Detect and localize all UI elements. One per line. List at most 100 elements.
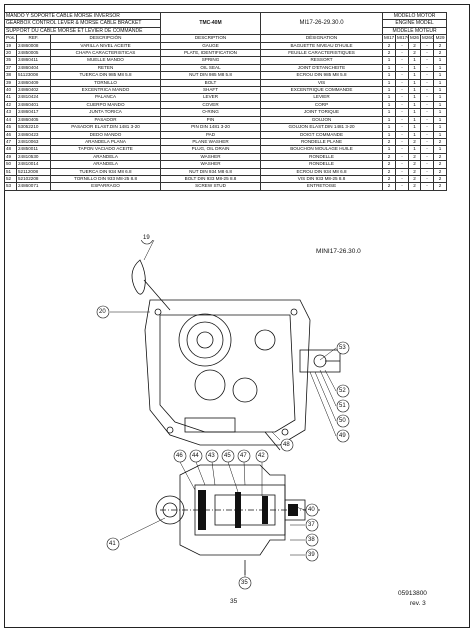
row-desc-fr: RONDELLE [260, 152, 384, 162]
row-qty: 2 [433, 152, 448, 162]
row-ref: 24860404 [16, 63, 51, 73]
row-pos: 44 [4, 115, 17, 125]
col-m2: MI17G [395, 34, 410, 43]
row-qty: - [395, 152, 410, 162]
row-qty: 2 [408, 41, 422, 51]
column-header-row: Pos. REF. DESCRIPCIÓN DESCRIPTION DÉSIGN… [4, 34, 448, 43]
gearbox-drawing [96, 231, 350, 590]
col-m3: M26 [408, 34, 422, 43]
row-qty: 1 [408, 130, 422, 139]
row-desc-es: ARANDELA PLANA [49, 137, 162, 147]
col-m4: M26G [420, 34, 435, 43]
row-desc-es: CUERPO MANDO [49, 100, 162, 110]
col-pos: Pos. [4, 34, 17, 43]
row-desc-fr: BAGUETTE NIVEAU D'HUILE [260, 41, 384, 51]
row-pos: 46 [4, 130, 17, 139]
header-model-en: ENGINE MODEL [382, 19, 448, 28]
row-qty: 1 [433, 130, 448, 139]
row-qty: 1 [433, 115, 448, 125]
callout-48: 48 [283, 442, 290, 448]
header-model-fr: MODELE MOTEUR [382, 26, 448, 36]
row-qty: 2 [408, 167, 422, 176]
row-desc-en: BOLT [160, 78, 262, 88]
row-qty: 2 [433, 174, 448, 184]
row-qty: 1 [382, 145, 397, 154]
row-pos: 53 [4, 182, 17, 191]
table-header-row: MANDO Y SOPORTE CABLE MORSE INVERSOR TMC… [3, 11, 448, 36]
row-qty: 2 [408, 160, 422, 169]
row-qty: 2 [408, 152, 422, 162]
row-desc-es: JUNTA TORICA [49, 108, 162, 117]
row-qty: 2 [382, 137, 397, 147]
row-desc-fr: ECROU DIN 985 M8 5.8 [260, 71, 384, 80]
row-qty: - [395, 167, 410, 176]
row-desc-es: PALANCA [49, 93, 162, 102]
row-desc-fr: RESSORT [260, 56, 384, 65]
row-desc-es: VARILLA NIVEL ACEITE [49, 41, 162, 51]
row-qty: 1 [408, 56, 422, 65]
row-pos: 48 [4, 145, 17, 154]
row-desc-es: TUERCA DIN 934 M8 6.8 [49, 167, 162, 176]
row-desc-fr: DOIGT COMMANDE [260, 130, 384, 139]
row-qty: - [395, 71, 410, 80]
row-qty: - [420, 93, 435, 102]
row-qty: - [420, 137, 435, 147]
row-desc-en: PLANE WASHER [160, 137, 262, 147]
row-qty: 1 [408, 78, 422, 88]
callout-49: 49 [339, 433, 346, 439]
row-pos: 38 [4, 71, 17, 80]
row-qty: - [395, 137, 410, 147]
page-frame [4, 4, 470, 628]
row-qty: 1 [382, 115, 397, 125]
row-desc-fr: ENTRETOISE [260, 182, 384, 191]
exploded-diagram: MINI17-26.30.0 [0, 231, 474, 590]
header-desc-en: GEARBOX CONTROL LEVER & MORSE CABLE BRAC… [3, 19, 162, 28]
col-desc-fr: DÉSIGNATION [260, 34, 384, 43]
row-qty: 1 [382, 63, 397, 73]
row-ref: 24860411 [16, 56, 51, 65]
callout-20: 20 [99, 309, 106, 315]
row-qty: - [395, 63, 410, 73]
row-qty: 2 [382, 160, 397, 169]
row-qty: 2 [408, 137, 422, 147]
row-qty: 1 [382, 78, 397, 88]
row-qty: 1 [382, 93, 397, 102]
row-qty: - [420, 78, 435, 88]
callout-47: 47 [240, 453, 247, 459]
row-ref: 52102208 [16, 174, 51, 184]
row-qty: 2 [433, 160, 448, 169]
row-qty: 1 [433, 63, 448, 73]
row-desc-en: SHAFT [160, 86, 262, 95]
row-desc-es: CHAPA CARACTERISTICAS [49, 49, 162, 58]
row-qty: - [395, 130, 410, 139]
row-desc-en: GAUGE [160, 41, 262, 51]
row-pos: 41 [4, 93, 17, 102]
row-ref: 24860409 [16, 78, 51, 88]
row-qty: 1 [408, 145, 422, 154]
row-qty: - [420, 182, 435, 191]
row-desc-es: ESPARRAGO [49, 182, 162, 191]
row-ref: 24810424 [16, 93, 51, 102]
row-qty: - [420, 49, 435, 58]
row-qty: 2 [408, 182, 422, 191]
row-qty: 2 [382, 182, 397, 191]
row-desc-fr: JOINT TORIQUE [260, 108, 384, 117]
row-qty: - [420, 152, 435, 162]
row-desc-es: ARANDELA [49, 152, 162, 162]
row-desc-en: OIL SEAL [160, 63, 262, 73]
row-qty: 2 [433, 167, 448, 176]
col-ref: REF. [16, 34, 51, 43]
row-desc-en: PIN DIN 1481 3-20 [160, 123, 262, 132]
row-qty: - [395, 182, 410, 191]
row-desc-es: MUELLE MANDO [49, 56, 162, 65]
row-pos: 43 [4, 108, 17, 117]
